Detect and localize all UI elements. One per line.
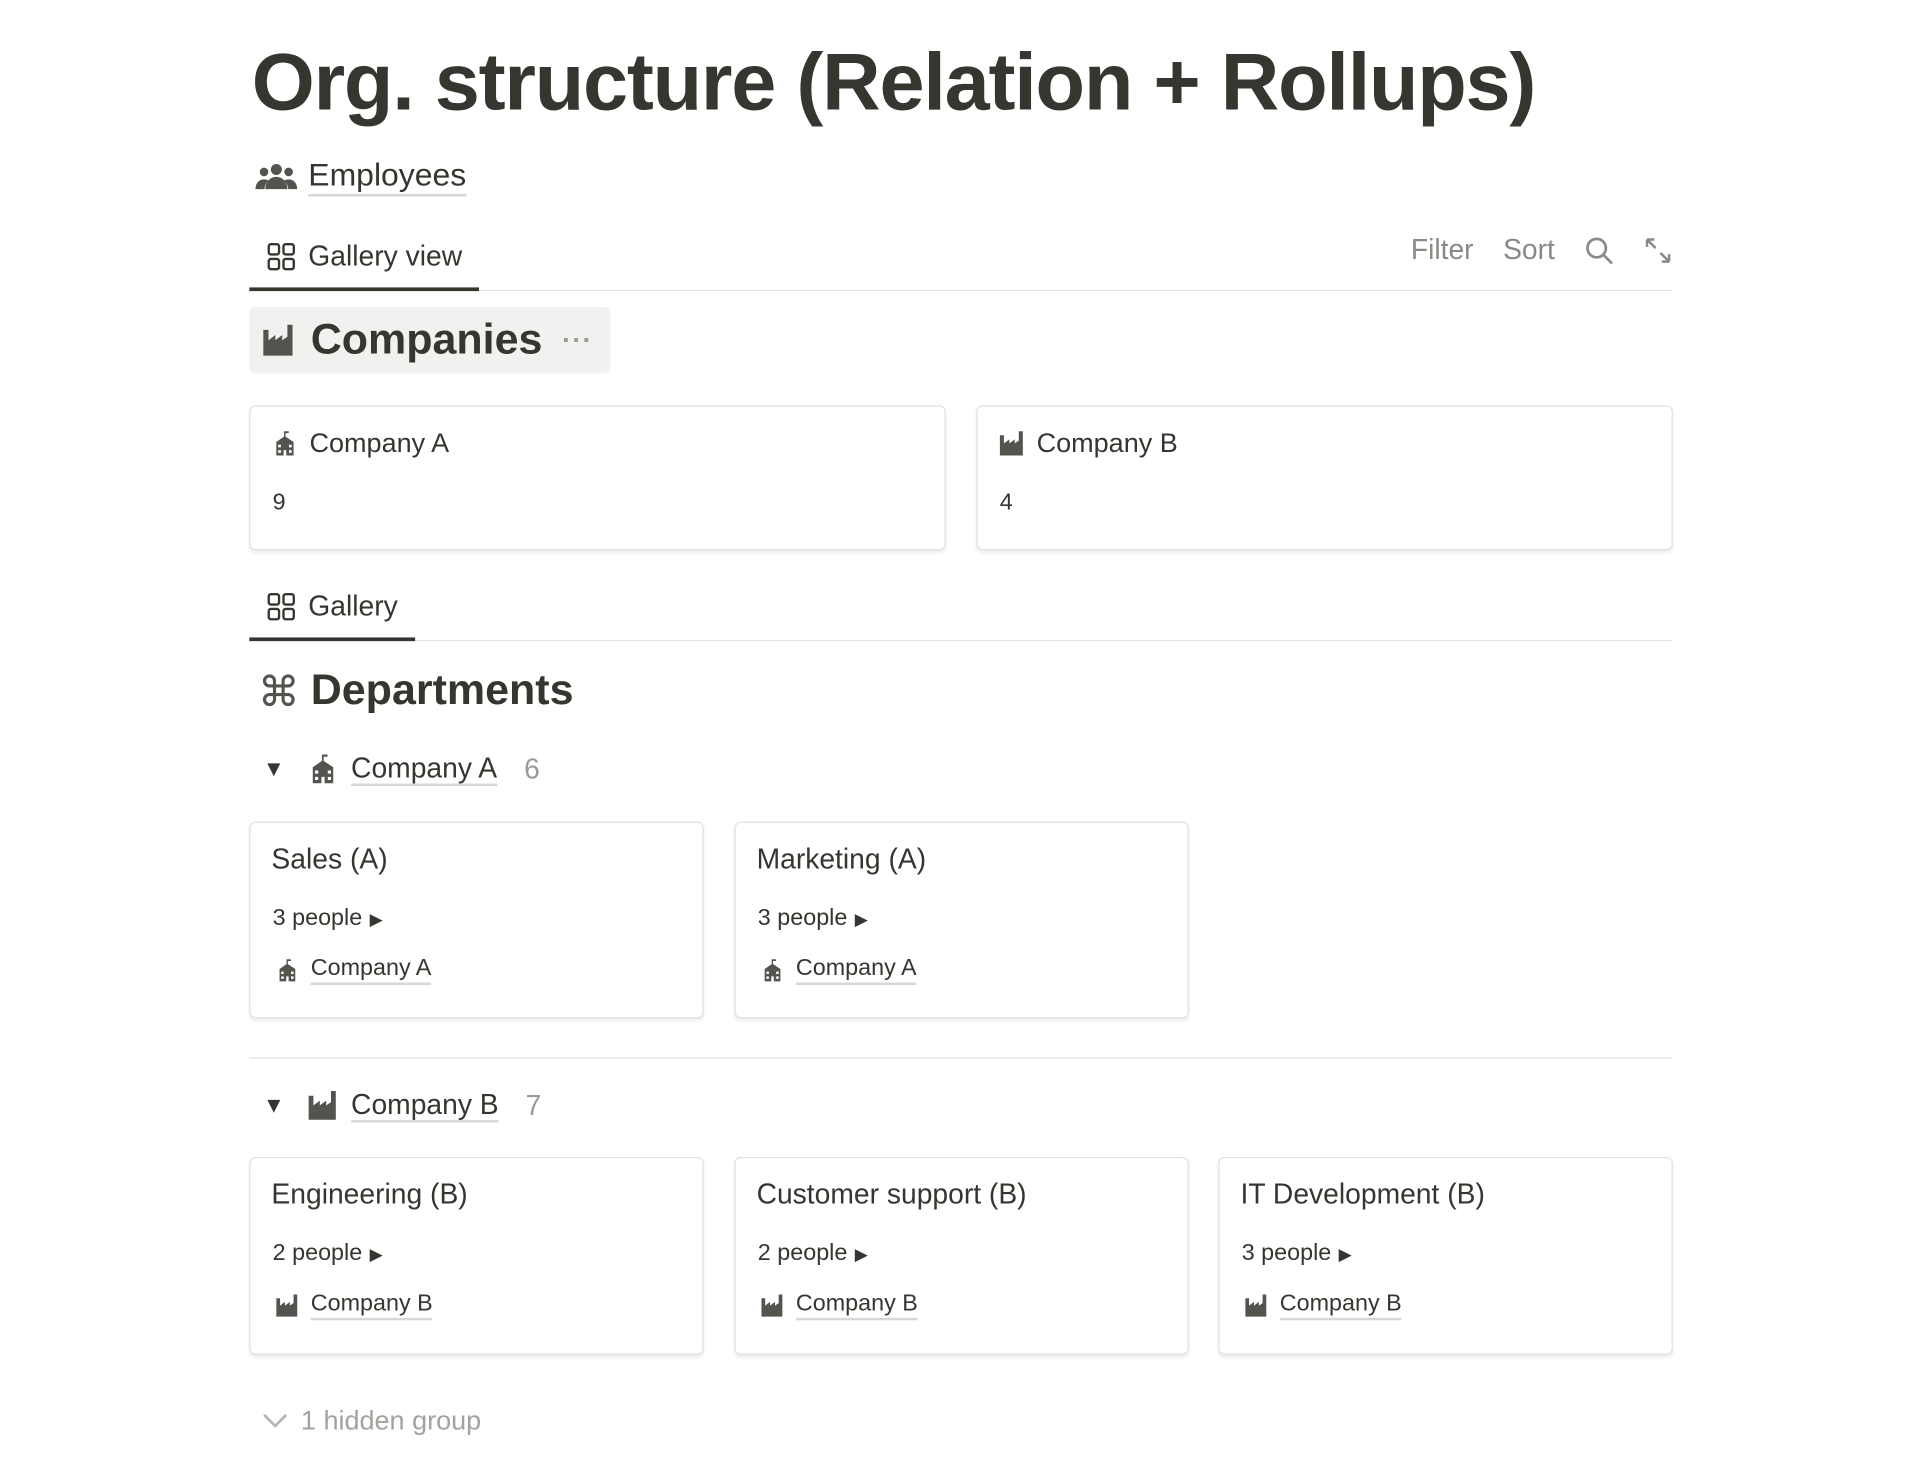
expand-triangle-icon[interactable]: ▶ [854, 1243, 868, 1264]
people-icon [254, 162, 298, 191]
people-toggle[interactable]: 3 people ▶ [1242, 1240, 1352, 1267]
tab-divider [249, 639, 1673, 642]
card-title: Customer support (B) [756, 1177, 1027, 1210]
card-rollup-value: 9 [272, 490, 286, 516]
people-count: 3 people [757, 905, 848, 931]
sort-button[interactable]: Sort [1503, 233, 1555, 266]
tab-gallery-view[interactable]: Gallery view [249, 239, 480, 292]
department-card[interactable]: Engineering (B) 2 people ▶ Company B [249, 1156, 704, 1355]
more-options-button[interactable]: ··· [562, 324, 593, 355]
company-card[interactable]: Company A 9 [249, 405, 946, 551]
group-divider [249, 1057, 1673, 1059]
group-title[interactable]: Company B [351, 1088, 499, 1124]
hidden-groups-label: 1 hidden group [300, 1405, 482, 1436]
command-icon [262, 673, 296, 707]
company-relation-link[interactable]: Company B [310, 1291, 433, 1321]
linked-database-title[interactable]: Employees [308, 156, 467, 197]
card-title: Company A [309, 427, 450, 459]
factory-icon [262, 323, 296, 357]
card-title: Sales (A) [271, 842, 388, 875]
school-building-icon [760, 958, 785, 983]
hidden-groups-toggle[interactable]: 1 hidden group [262, 1405, 482, 1437]
expand-triangle-icon[interactable]: ▶ [1338, 1243, 1352, 1264]
company-card[interactable]: Company B 4 [976, 405, 1673, 551]
chevron-down-icon [262, 1412, 289, 1429]
company-relation-link[interactable]: Company A [310, 956, 432, 985]
collapse-triangle-icon[interactable]: ▼ [262, 1092, 285, 1118]
tab-gallery[interactable]: Gallery [249, 590, 415, 642]
people-count: 2 people [272, 1240, 363, 1267]
department-card[interactable]: Marketing (A) 3 people ▶ Company A [734, 821, 1189, 1019]
people-count: 2 people [757, 1240, 848, 1267]
companies-heading[interactable]: Companies ··· [249, 307, 611, 374]
companies-title: Companies [310, 315, 543, 364]
card-rollup-value: 4 [999, 490, 1013, 516]
collapse-triangle-icon[interactable]: ▼ [262, 756, 285, 781]
group-count: 7 [525, 1089, 542, 1122]
card-title: Engineering (B) [271, 1177, 468, 1210]
people-count: 3 people [272, 905, 363, 931]
card-title: Marketing (A) [756, 842, 927, 875]
factory-icon [275, 1293, 300, 1318]
factory-icon [999, 430, 1026, 457]
people-toggle[interactable]: 2 people ▶ [758, 1240, 868, 1267]
people-count: 3 people [1241, 1240, 1332, 1267]
department-card[interactable]: Customer support (B) 2 people ▶ Company B [734, 1156, 1189, 1355]
tab-label: Gallery view [308, 239, 463, 272]
expand-triangle-icon[interactable]: ▶ [369, 908, 383, 928]
department-card[interactable]: IT Development (B) 3 people ▶ Company B [1218, 1156, 1673, 1355]
filter-button[interactable]: Filter [1410, 233, 1474, 266]
gallery-grid-icon [267, 591, 296, 620]
group-header-company-b[interactable]: ▼ Company B 7 [262, 1088, 542, 1124]
group-count: 6 [524, 752, 540, 785]
school-building-icon [307, 753, 339, 785]
factory-icon [307, 1090, 339, 1122]
search-icon[interactable] [1584, 235, 1613, 264]
expand-arrows-icon[interactable] [1643, 235, 1672, 264]
people-toggle[interactable]: 3 people ▶ [758, 905, 868, 932]
group-header-company-a[interactable]: ▼ Company A 6 [263, 752, 540, 787]
departments-heading[interactable]: Departments [262, 666, 574, 715]
school-building-icon [275, 958, 300, 983]
tab-divider [249, 289, 1673, 292]
people-toggle[interactable]: 2 people ▶ [273, 1240, 383, 1267]
expand-triangle-icon[interactable]: ▶ [369, 1243, 383, 1264]
department-card[interactable]: Sales (A) 3 people ▶ Company A [249, 821, 704, 1019]
company-relation-link[interactable]: Company A [795, 956, 917, 985]
gallery-grid-icon [267, 241, 296, 270]
tab-label: Gallery [308, 589, 398, 622]
factory-icon [1244, 1293, 1269, 1318]
expand-triangle-icon[interactable]: ▶ [854, 908, 868, 928]
factory-icon [760, 1293, 785, 1318]
card-title: Company B [1036, 427, 1178, 459]
departments-title: Departments [310, 665, 574, 714]
card-title: IT Development (B) [1240, 1177, 1485, 1210]
linked-database-employees[interactable]: Employees [254, 156, 467, 197]
people-toggle[interactable]: 3 people ▶ [273, 905, 383, 932]
school-building-icon [271, 430, 298, 457]
page-title: Org. structure (Relation + Rollups) [251, 35, 1537, 127]
company-relation-link[interactable]: Company B [795, 1291, 918, 1321]
company-relation-link[interactable]: Company B [1279, 1291, 1402, 1321]
group-title[interactable]: Company A [351, 752, 498, 787]
